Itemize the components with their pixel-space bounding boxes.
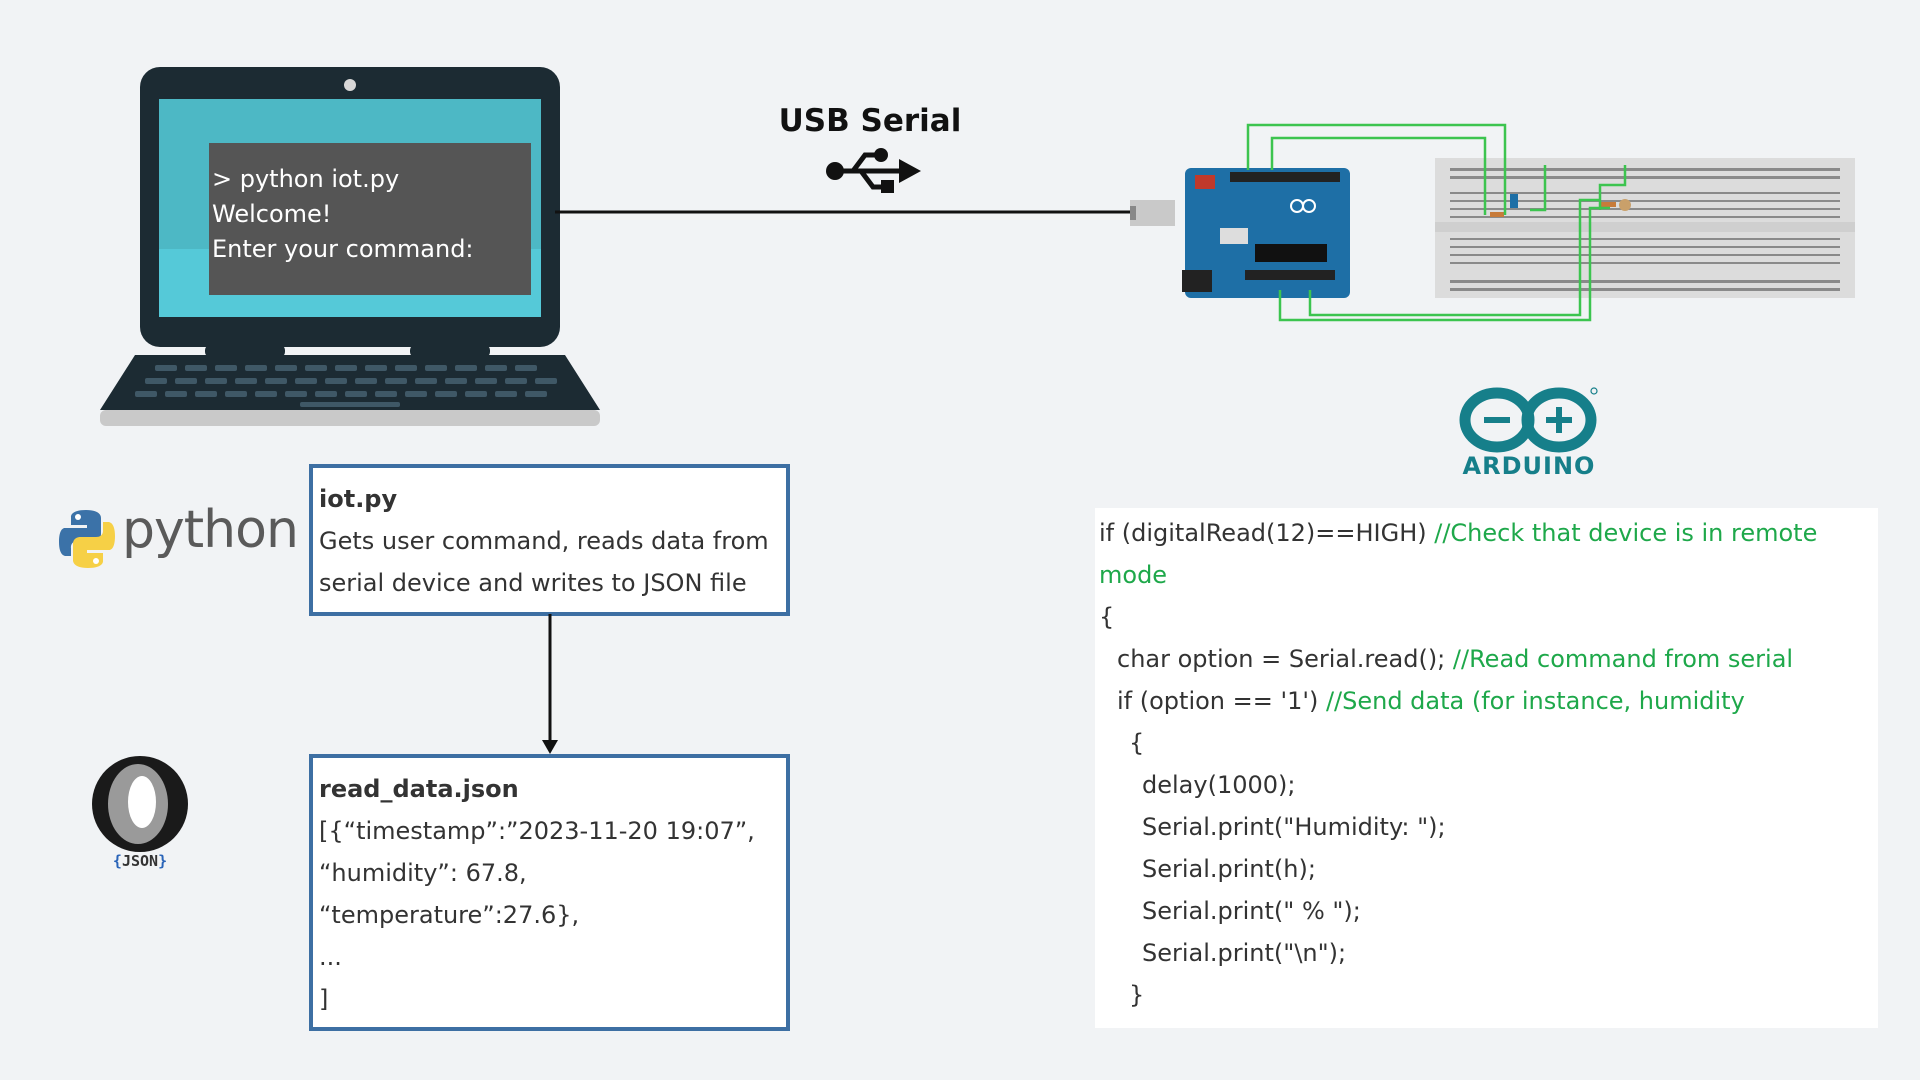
terminal-line: > python iot.py (212, 165, 400, 193)
iot-box-line: serial device and writes to JSON file (319, 569, 747, 597)
json-box-line: “temperature”:27.6}, (319, 901, 580, 929)
json-logo-text: {JSON} (112, 852, 168, 870)
code-line: Serial.print("Humidity: "); (1142, 813, 1446, 841)
laptop-illustration (100, 67, 600, 426)
arduino-board-circuit (1130, 123, 1855, 322)
json-box-line: ] (319, 985, 329, 1013)
arduino-logo-icon (1459, 387, 1598, 453)
code-line: } (1129, 981, 1145, 1009)
usb-serial-label: USB Serial (778, 103, 962, 139)
code-line: Serial.print("\n"); (1142, 939, 1347, 967)
code-comment: mode (1099, 561, 1168, 589)
iot-box-line: Gets user command, reads data from (319, 527, 769, 555)
code-text: char option = Serial.read(); (1117, 645, 1453, 673)
code-line: Serial.print(h); (1142, 855, 1316, 883)
code-line: char option = Serial.read(); //Read comm… (1117, 638, 1793, 680)
code-comment: //Check that device is in remote (1434, 519, 1818, 547)
iot-box-title: iot.py (319, 485, 398, 513)
python-logo-icon (59, 510, 115, 568)
code-text: if (digitalRead(12)==HIGH) (1099, 519, 1435, 547)
json-box-line: ... (319, 943, 342, 971)
code-comment: //Send data (for instance, humidity (1325, 687, 1745, 715)
code-line: { (1129, 729, 1145, 757)
code-line: if (digitalRead(12)==HIGH) //Check that … (1099, 512, 1817, 554)
flow-arrow (542, 614, 558, 754)
code-text: if (option == '1') (1117, 687, 1326, 715)
code-line: if (option == '1') //Send data (for inst… (1117, 680, 1745, 722)
terminal-output: > python iot.py Welcome! Enter your comm… (212, 162, 530, 267)
usb-cable (555, 204, 1148, 222)
json-logo-icon (92, 756, 188, 852)
json-file-box: read_data.json [{“timestamp”:”2023-11-20… (309, 754, 790, 1031)
iot-script-box: iot.py Gets user command, reads data fro… (309, 464, 790, 616)
usb-icon (826, 148, 921, 193)
code-line: Serial.print(" % "); (1142, 897, 1361, 925)
code-line: { (1099, 603, 1115, 631)
json-label-text: JSON (121, 852, 159, 870)
code-comment: //Read command from serial (1452, 645, 1794, 673)
terminal-line: Welcome! (212, 200, 332, 228)
json-box-line: “humidity”: 67.8, (319, 859, 527, 887)
code-line: delay(1000); (1142, 771, 1296, 799)
terminal-line: Enter your command: (212, 235, 474, 263)
json-box-title: read_data.json (319, 775, 519, 803)
python-logo-text: python (122, 500, 299, 560)
arduino-logo-text: ARDUINO (1462, 452, 1596, 480)
arduino-code-panel: if (digitalRead(12)==HIGH) //Check that … (1095, 508, 1878, 1028)
json-box-line: [{“timestamp”:”2023-11-20 19:07”, (319, 817, 755, 845)
